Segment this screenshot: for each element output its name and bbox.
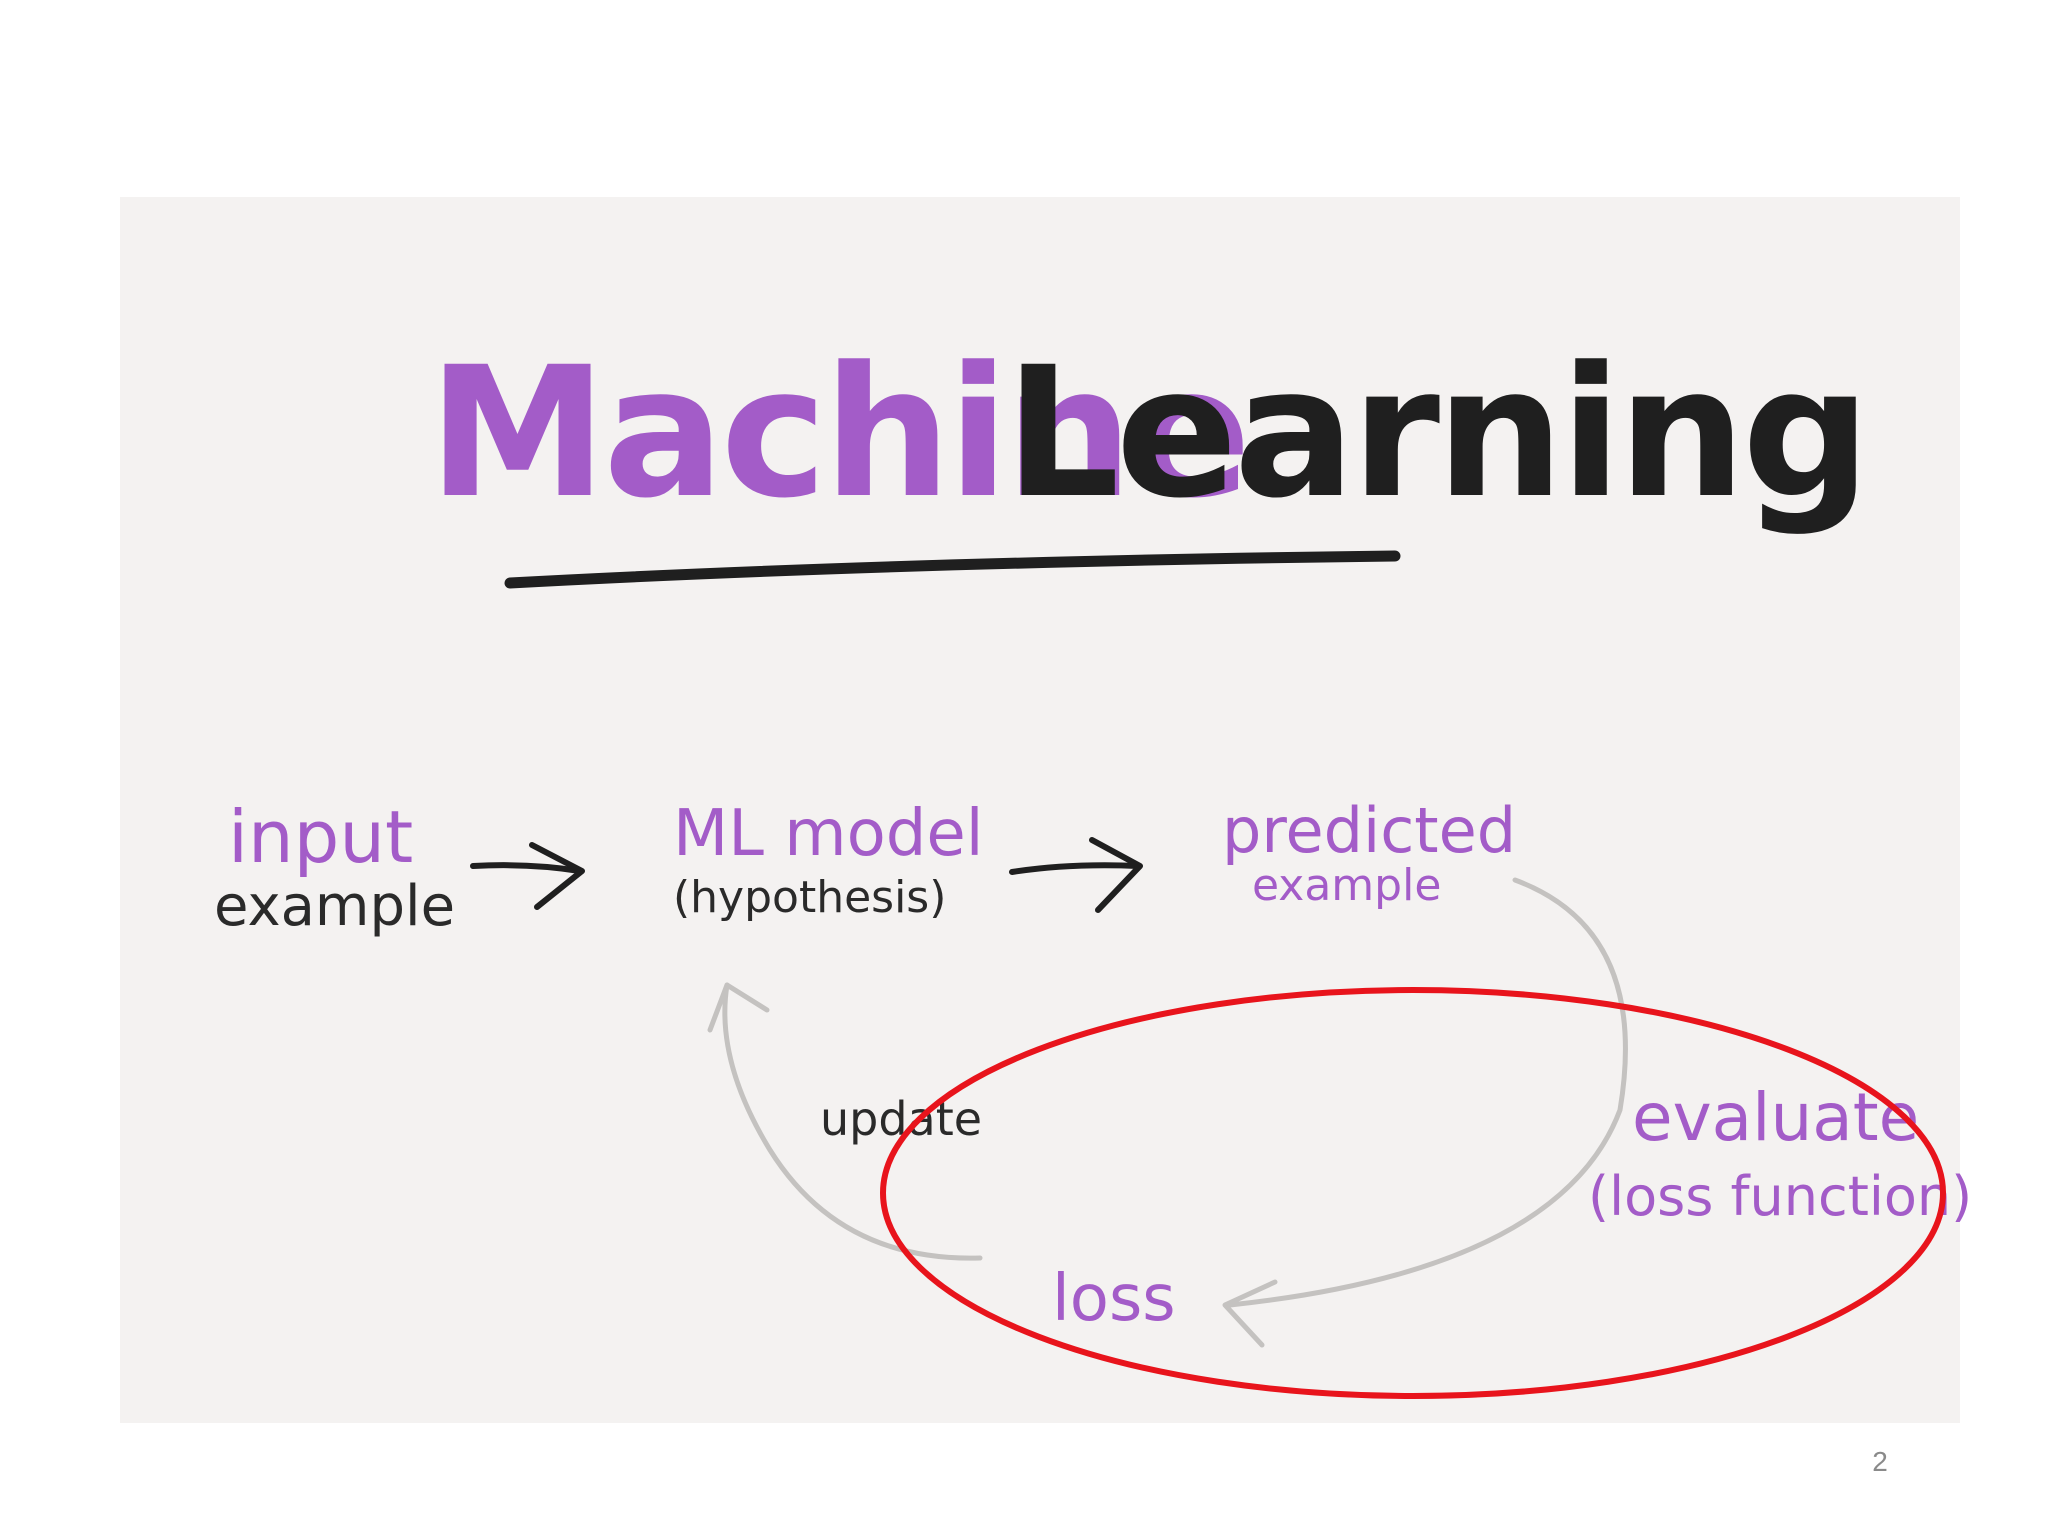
example-label-predicted: example bbox=[1252, 860, 1441, 911]
diagram-panel bbox=[120, 197, 1960, 1423]
page-number: 2 bbox=[1872, 1446, 1888, 1477]
highlight-ellipse bbox=[880, 987, 1946, 1399]
title-underline bbox=[504, 550, 1401, 589]
title-machine: Machine bbox=[428, 329, 1247, 538]
loss-function-label: (loss function) bbox=[1588, 1165, 1972, 1228]
input-label: input bbox=[228, 795, 413, 879]
predicted-label: predicted bbox=[1222, 794, 1516, 867]
arrow-predicted-to-loss bbox=[1222, 877, 1628, 1348]
ml-model-label: ML model bbox=[673, 797, 984, 871]
evaluate-label: evaluate bbox=[1632, 1079, 1919, 1156]
arrow-model-to-predicted bbox=[1009, 837, 1143, 913]
loss-label: loss bbox=[1052, 1262, 1176, 1336]
hypothesis-label: (hypothesis) bbox=[673, 872, 946, 923]
title-learning: Learning bbox=[1005, 329, 1867, 538]
example-label-input: example bbox=[214, 874, 455, 939]
arrow-input-to-model bbox=[470, 842, 585, 910]
